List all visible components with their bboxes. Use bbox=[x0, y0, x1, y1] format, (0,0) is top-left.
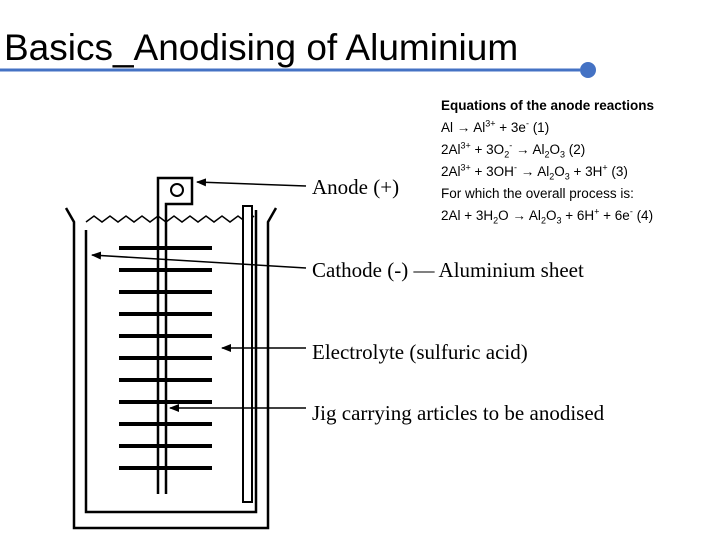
label-arrows bbox=[91, 178, 307, 412]
articles-stack bbox=[119, 246, 212, 470]
slide-title: Basics_Anodising of Aluminium bbox=[4, 27, 519, 68]
overall-process-note: For which the overall process is: bbox=[441, 186, 634, 201]
anode-label: Anode (+) bbox=[312, 175, 400, 199]
cathode-arrow bbox=[91, 251, 307, 269]
equation-2: 2Al3+ + 3O2- → Al2O3 (2) bbox=[441, 140, 586, 160]
electrolyte-surface bbox=[85, 215, 255, 223]
jig-label: Jig carrying articles to be anodised bbox=[312, 401, 605, 425]
tank bbox=[64, 207, 278, 530]
anode-clamp-hole bbox=[170, 183, 184, 197]
anode-arrow bbox=[196, 178, 307, 187]
title-underline bbox=[0, 62, 596, 78]
equation-3: 2Al3+ + 3OH- → Al2O3 + 3H+ (3) bbox=[441, 162, 628, 182]
cathode-sheet bbox=[242, 205, 253, 503]
tank-inner-wall bbox=[84, 210, 258, 514]
equation-4: 2Al + 3H2O → Al2O3 + 6H+ + 6e- (4) bbox=[441, 206, 654, 226]
equations-panel: Equations of the anode reactions Al → Al… bbox=[441, 95, 716, 227]
equation-1: Al → Al3+ + 3e- (1) bbox=[441, 118, 550, 135]
electrolyte-label: Electrolyte (sulfuric acid) bbox=[312, 340, 528, 364]
cathode-label: Cathode (-) — Aluminium sheet bbox=[312, 258, 584, 282]
tank-outer-wall bbox=[64, 207, 278, 530]
anode-bar bbox=[156, 176, 194, 494]
equations-heading: Equations of the anode reactions bbox=[441, 98, 655, 113]
